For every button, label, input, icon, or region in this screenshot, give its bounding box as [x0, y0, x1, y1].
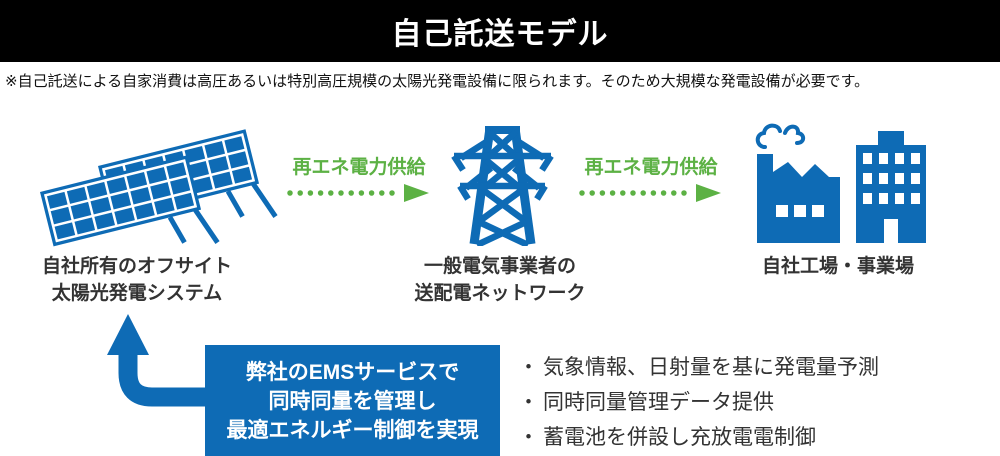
- feedback-arrow-icon: [107, 314, 212, 407]
- solar-label-line1: 自社所有のオフサイト: [41, 256, 232, 277]
- arrow-2-label: 再エネ電力供給: [584, 157, 718, 178]
- ems-feature-list: ・気象情報、日射量を基に発電量予測 ・同時同量管理データ提供 ・蓄電池を併設し充…: [518, 350, 879, 455]
- bullet-marker: ・: [518, 391, 539, 414]
- ems-line-2: 同時同量を管理し: [268, 390, 437, 413]
- solar-node-label: 自社所有のオフサイト 太陽光発電システム: [12, 253, 262, 307]
- arrow-1-label: 再エネ電力供給: [292, 157, 426, 178]
- flow-arrow-2: 再エネ電力供給: [575, 156, 727, 209]
- grid-label-line2: 送配電ネットワーク: [414, 283, 586, 304]
- transmission-tower-icon: [451, 126, 554, 246]
- bullet-3-text: 蓄電池を併設し充放電電制御: [543, 426, 816, 449]
- ems-line-1: 弊社のEMSサービスで: [245, 361, 460, 384]
- bullet-marker: ・: [518, 356, 539, 379]
- dotted-arrow-icon: [579, 184, 721, 202]
- site-node-label: 自社工場・事業場: [738, 253, 938, 280]
- bullet-2-text: 同時同量管理データ提供: [543, 391, 774, 414]
- solar-panels-icon: [40, 129, 278, 247]
- list-item: ・気象情報、日射量を基に発電量予測: [518, 350, 879, 385]
- office-building: [856, 131, 926, 243]
- grid-node-label: 一般電気事業者の 送配電ネットワーク: [400, 253, 600, 307]
- page-title: 自己託送モデル: [391, 18, 609, 51]
- site-label-line1: 自社工場・事業場: [761, 256, 914, 277]
- grid-label-line1: 一般電気事業者の: [423, 256, 576, 277]
- ems-service-box: 弊社のEMSサービスで 同時同量を管理し 最適エネルギー制御を実現: [205, 345, 500, 456]
- bullet-marker: ・: [518, 426, 539, 449]
- smoke-icon: [755, 123, 806, 149]
- dotted-arrow-icon: [287, 184, 429, 202]
- factory-body: [757, 154, 840, 243]
- solar-label-line2: 太陽光発電システム: [51, 283, 223, 304]
- list-item: ・同時同量管理データ提供: [518, 385, 879, 420]
- title-banner: 自己託送モデル: [0, 0, 1000, 62]
- list-item: ・蓄電池を併設し充放電電制御: [518, 420, 879, 455]
- ems-line-3: 最適エネルギー制御を実現: [226, 419, 479, 442]
- footnote-text: ※自己託送による自家消費は高圧あるいは特別高圧規模の太陽光発電設備に限られます。…: [5, 73, 870, 90]
- flow-arrow-1: 再エネ電力供給: [283, 156, 435, 209]
- factory-building-icon: [755, 123, 926, 243]
- bullet-1-text: 気象情報、日射量を基に発電量予測: [543, 356, 879, 379]
- solar-panel-front: [40, 155, 220, 247]
